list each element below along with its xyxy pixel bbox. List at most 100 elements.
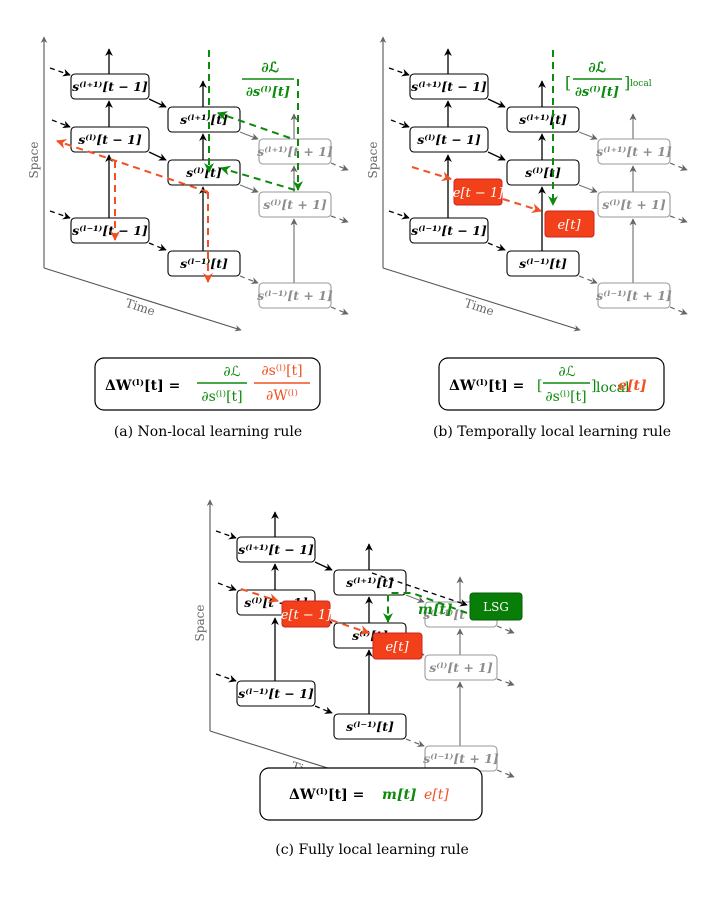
caption-c: (c) Fully local learning rule: [275, 842, 468, 858]
lsg-box: LSG: [469, 592, 523, 621]
node-s-lm1-tp1: s⁽ˡ⁻¹⁾[t + 1]: [423, 745, 499, 772]
gradient-label-den: ∂s⁽ˡ⁾[t]: [246, 85, 290, 100]
node-s-lm1-tm1: s⁽ˡ⁻¹⁾[t − 1]: [409, 217, 489, 244]
space-axis-label: Space: [27, 142, 41, 179]
time-arrow: [314, 705, 333, 714]
node-s-l-t-label: s⁽ˡ⁾[t]: [186, 165, 222, 180]
time-axis: [43, 267, 242, 332]
equation-box-b: ΔW⁽ˡ⁾[t] = [ ∂ℒ ∂s⁽ˡ⁾[t] ] local e[t]: [438, 357, 665, 411]
gradient-label-num: ∂ℒ: [261, 60, 279, 76]
incoming-arrow: [217, 582, 237, 592]
node-s-lm1-tp1: s⁽ˡ⁻¹⁾[t + 1]: [596, 282, 672, 309]
node-s-lp1-tm1-label: s⁽ˡ⁺¹⁾[t − 1]: [238, 542, 314, 557]
node-s-lp1-t: s⁽ˡ⁺¹⁾[t]: [167, 106, 241, 133]
node-s-lm1-tm1-label: s⁽ˡ⁻¹⁾[t − 1]: [411, 223, 487, 238]
gradient-arrow: [217, 111, 291, 139]
node-s-lp1-tp1: s⁽ˡ⁺¹⁾[t + 1]: [596, 138, 672, 165]
time-arrow-ghost: [405, 594, 425, 604]
error-arrow: [502, 198, 542, 214]
equation-b-green-num: ∂ℒ: [558, 364, 575, 380]
node-s-lm1-t-label: s⁽ˡ⁻¹⁾[t]: [346, 719, 394, 734]
caption-b: (b) Temporally local learning rule: [433, 424, 671, 440]
node-s-lp1-tm1-label: s⁽ˡ⁺¹⁾[t − 1]: [72, 79, 148, 94]
error-node-e-tm1: e[t − 1]: [453, 178, 504, 206]
node-s-lm1-t-label: s⁽ˡ⁻¹⁾[t]: [180, 256, 228, 271]
node-s-lm1-tm1-label: s⁽ˡ⁻¹⁾[t − 1]: [72, 223, 148, 238]
time-axis-label: Time: [463, 296, 496, 319]
node-s-lm1-tm1-label: s⁽ˡ⁻¹⁾[t − 1]: [238, 686, 314, 701]
time-arrow: [314, 561, 333, 571]
node-s-lp1-t: s⁽ˡ⁺¹⁾[t]: [506, 106, 580, 133]
error-arrow: [411, 166, 452, 182]
time-arrow-ghost: [578, 275, 598, 285]
node-s-lp1-tp1: s⁽ˡ⁺¹⁾[t + 1]: [257, 138, 333, 165]
lsg-label: LSG: [483, 600, 509, 614]
lsg-input-arrow: [371, 572, 468, 607]
incoming-arrow: [215, 673, 237, 683]
time-arrow: [487, 98, 506, 108]
error-node-e-t: e[t]: [372, 632, 423, 660]
node-s-lp1-tm1: s⁽ˡ⁺¹⁾[t − 1]: [70, 73, 150, 100]
equation-c-red: e[t]: [424, 787, 449, 803]
node-s-l-tm1-label: s⁽ˡ⁾[t − 1]: [417, 132, 481, 147]
node-s-lm1-t-label: s⁽ˡ⁻¹⁾[t]: [519, 256, 567, 271]
incoming-arrow: [51, 119, 71, 129]
node-s-lp1-t: s⁽ˡ⁺¹⁾[t]: [333, 569, 407, 596]
node-s-lm1-t: s⁽ˡ⁻¹⁾[t]: [167, 250, 241, 277]
equation-b-open: [: [537, 378, 542, 394]
equation-b-red: e[t]: [618, 378, 647, 394]
node-s-l-tp1: s⁽ˡ⁾[t + 1]: [597, 191, 671, 218]
error-arrow: [56, 139, 209, 193]
equation-a-green-num: ∂ℒ: [223, 364, 240, 380]
outgoing-arrow: [330, 162, 349, 171]
time-arrow-ghost: [578, 131, 598, 141]
node-s-lm1-tp1-label: s⁽ˡ⁻¹⁾[t + 1]: [257, 288, 333, 303]
time-arrow: [148, 242, 167, 251]
node-s-l-tm1-label: s⁽ˡ⁾[t − 1]: [78, 132, 142, 147]
modulator-label: m[t]: [418, 602, 453, 618]
node-s-lm1-tp1-label: s⁽ˡ⁻¹⁾[t + 1]: [596, 288, 672, 303]
time-arrow-ghost: [239, 275, 259, 285]
equation-a-lhs: ΔW⁽ˡ⁾[t] =: [105, 378, 180, 394]
error-node-e-tm1: e[t − 1]: [281, 600, 332, 628]
gradient-label-local: local: [630, 79, 652, 89]
error-node-label: e[t − 1]: [453, 186, 504, 201]
node-s-l-tp1: s⁽ˡ⁾[t + 1]: [424, 654, 498, 681]
caption-a: (a) Non-local learning rule: [114, 424, 302, 440]
equation-a-red-den: ∂W⁽ˡ⁾: [266, 388, 298, 404]
outgoing-arrow: [669, 306, 688, 315]
node-s-lm1-t: s⁽ˡ⁻¹⁾[t]: [506, 250, 580, 277]
error-arrow: [240, 588, 279, 603]
time-arrow-ghost: [578, 184, 598, 194]
node-s-l-tm1: s⁽ˡ⁾[t − 1]: [409, 126, 489, 153]
gradient-label-num: ∂ℒ: [588, 60, 606, 76]
node-s-l-tp1: s⁽ˡ⁾[t + 1]: [258, 191, 332, 218]
time-axis-label: Time: [124, 296, 157, 319]
time-arrow-ghost: [239, 131, 259, 141]
node-s-lp1-t-label: s⁽ˡ⁺¹⁾[t]: [180, 112, 228, 127]
node-s-l-tp1-label: s⁽ˡ⁾[t + 1]: [429, 660, 493, 675]
incoming-arrow: [388, 67, 410, 77]
outgoing-arrow: [669, 162, 688, 171]
time-arrow-ghost: [239, 184, 259, 194]
time-arrow-ghost: [405, 738, 425, 748]
equation-c-lhs: ΔW⁽ˡ⁾[t] =: [289, 787, 364, 803]
node-s-l-t: s⁽ˡ⁾[t]: [167, 159, 241, 186]
node-s-lm1-tm1: s⁽ˡ⁻¹⁾[t − 1]: [236, 680, 316, 707]
gradient-label-open: [: [565, 73, 571, 92]
incoming-arrow: [388, 210, 410, 220]
node-s-lp1-t-label: s⁽ˡ⁺¹⁾[t]: [519, 112, 567, 127]
time-arrow: [487, 242, 506, 251]
error-node-label: e[t]: [557, 218, 581, 233]
node-s-l-tp1-label: s⁽ˡ⁾[t + 1]: [602, 197, 666, 212]
equation-a-red-num: ∂s⁽ˡ⁾[t]: [261, 363, 302, 379]
equation-b-close: ]: [591, 378, 596, 394]
equation-b-local: local: [596, 380, 630, 396]
incoming-arrow: [390, 119, 410, 129]
time-arrow: [148, 98, 167, 108]
modulator-arrow: [383, 592, 468, 623]
equation-b-lhs: ΔW⁽ˡ⁾[t] =: [449, 378, 524, 394]
node-s-lp1-tm1-label: s⁽ˡ⁺¹⁾[t − 1]: [411, 79, 487, 94]
gradient-label-close: ]: [624, 73, 630, 92]
